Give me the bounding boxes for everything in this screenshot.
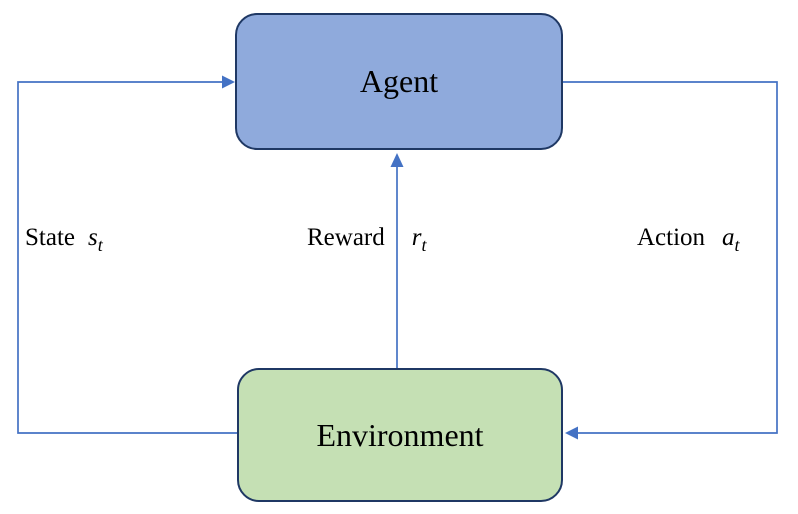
- reward-symbol-letter: r: [411, 224, 422, 251]
- reward-symbol-subscript: t: [421, 235, 427, 255]
- action-arrow-line: [563, 81, 778, 434]
- agent-label: Agent: [359, 63, 439, 99]
- state-symbol: st: [88, 224, 103, 255]
- action-symbol-subscript: t: [734, 235, 740, 255]
- state-arrowhead-icon: [222, 75, 235, 89]
- reward-arrowhead-icon: [390, 153, 404, 167]
- action-symbol-letter: a: [722, 224, 735, 251]
- state-arrow-line: [17, 81, 237, 434]
- environment-label: Environment: [316, 416, 484, 453]
- state-label-word: State: [25, 224, 75, 251]
- agent-node: Agent: [235, 13, 563, 150]
- action-label-word: Action: [637, 224, 706, 251]
- action-symbol: at: [722, 224, 740, 255]
- action-edge-label: Action at: [637, 224, 740, 255]
- action-arrowhead-icon: [565, 426, 578, 440]
- state-edge-label: State st: [25, 224, 103, 255]
- environment-node: Environment: [237, 368, 563, 502]
- reward-edge-label: Reward rt: [307, 224, 427, 255]
- state-symbol-letter: s: [88, 224, 98, 251]
- reward-symbol: rt: [411, 224, 427, 255]
- state-symbol-subscript: t: [97, 235, 103, 255]
- reward-label-word: Reward: [307, 224, 385, 251]
